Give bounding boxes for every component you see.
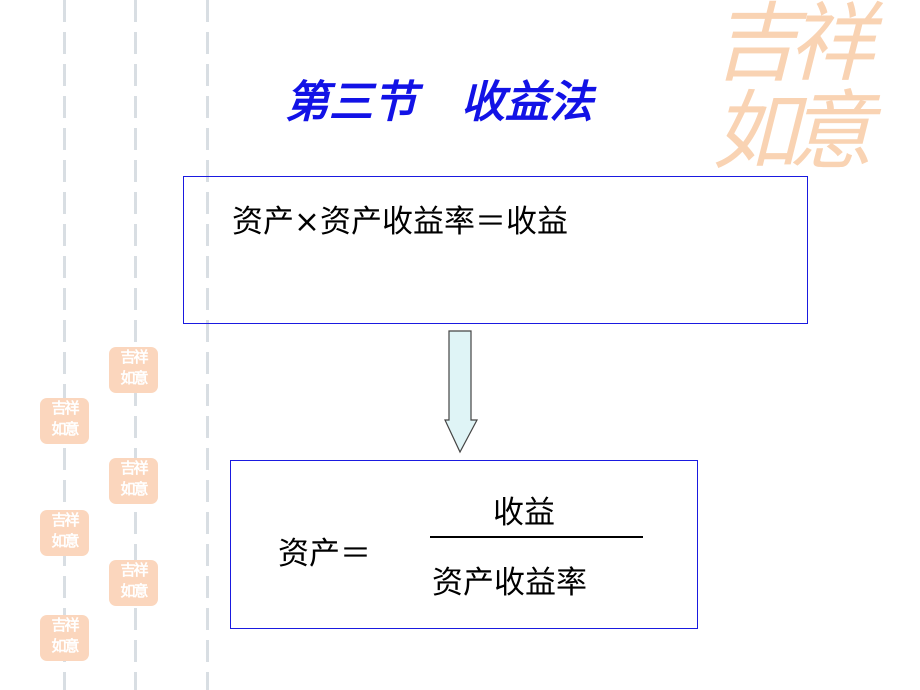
calligraphy-watermark: 吉祥如意 — [712, 0, 874, 182]
formula-lhs: 资产＝ — [278, 536, 371, 572]
seal-decoration: 吉祥如意 — [109, 560, 158, 606]
fraction-bar — [430, 536, 643, 538]
slide-title: 第三节 收益法 — [285, 77, 593, 128]
seal-decoration: 吉祥如意 — [109, 347, 158, 393]
decorative-dashed-line — [134, 0, 137, 690]
seal-decoration: 吉祥如意 — [109, 458, 158, 504]
decorative-dashed-line — [206, 0, 209, 690]
formula-box — [183, 176, 808, 324]
fraction-numerator: 收益 — [493, 495, 555, 531]
down-arrow-icon — [444, 330, 478, 454]
fraction-denominator: 资产收益率 — [432, 565, 587, 601]
seal-decoration: 吉祥如意 — [40, 398, 89, 444]
seal-decoration: 吉祥如意 — [40, 510, 89, 556]
derived-formula-box — [230, 460, 698, 629]
decorative-dashed-line — [63, 0, 66, 690]
seal-decoration: 吉祥如意 — [40, 615, 89, 661]
formula-text: 资产×资产收益率＝收益 — [232, 204, 568, 240]
